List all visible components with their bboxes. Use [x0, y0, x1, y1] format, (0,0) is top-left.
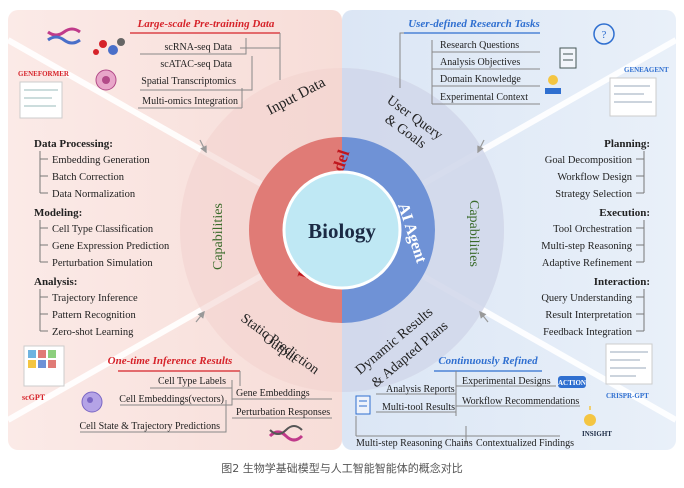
molecule-icon: [93, 38, 125, 55]
geneformer-badge: GENEFORMER: [18, 70, 70, 78]
inference-item-3: Cell Embeddings(vectors): [119, 394, 224, 405]
svg-text:?: ?: [602, 29, 607, 41]
refined-item-6: Contextualized Findings: [476, 438, 574, 449]
pretraining-item-1: scRNA-seq Data: [165, 42, 233, 53]
left-caps-item-1-0: Cell Type Classification: [52, 224, 154, 235]
right-caps-item-1-0: Tool Orchestration: [553, 224, 633, 235]
research-title: User-defined Research Tasks: [408, 18, 540, 30]
right-caps-heading-2: Interaction:: [594, 276, 650, 288]
action-badge: ACTION: [558, 379, 586, 387]
inference-brackets: [80, 371, 332, 433]
research-item-2: Analysis Objectives: [440, 57, 520, 68]
left-caps-heading-1: Modeling:: [34, 207, 82, 219]
question-icon: ?: [593, 23, 615, 45]
crispr-thumb-lines: [610, 351, 648, 377]
inference-item-4: Perturbation Responses: [236, 407, 330, 418]
left-caps-item-2-1: Pattern Recognition: [52, 310, 136, 321]
right-caps-item-2-0: Query Understanding: [541, 293, 632, 304]
cell-cluster-icon: [81, 391, 103, 413]
refined-item-3: Workflow Recommendations: [462, 396, 579, 407]
report-icon: [355, 395, 371, 415]
right-caps-item-0-0: Goal Decomposition: [545, 155, 633, 166]
capabilities-right-label: Capabilities: [466, 200, 481, 267]
refined-item-4: Multi-tool Results: [382, 402, 455, 413]
right-caps-item-2-1: Result Interpretation: [545, 310, 632, 321]
dna-helix-icon: [268, 425, 304, 442]
left-caps-item-0-0: Embedding Generation: [52, 155, 150, 166]
refined-item-2: Analysis Reports: [386, 384, 455, 395]
left-caps-item-1-1: Gene Expression Prediction: [52, 241, 170, 252]
left-caps-heading-0: Data Processing:: [34, 138, 113, 150]
scgpt-badge: scGPT: [22, 393, 46, 402]
right-caps-item-0-2: Strategy Selection: [555, 189, 632, 200]
center-label: Biology: [308, 219, 376, 243]
research-item-1: Research Questions: [440, 40, 519, 51]
insight-icon: [584, 406, 596, 426]
geneagent-badge: GENEAGENT: [624, 66, 669, 74]
research-brackets: [399, 32, 540, 105]
left-capabilities-list: Data Processing: Embedding GenerationBatc…: [34, 138, 170, 338]
inference-title: One-time Inference Results: [108, 355, 233, 367]
left-caps-heading-2: Analysis:: [34, 276, 77, 288]
lightbulb-book-icon: [545, 75, 561, 94]
pretraining-title: Large-scale Pre-training Data: [137, 18, 275, 30]
left-caps-item-2-0: Trajectory Inference: [52, 293, 138, 304]
right-caps-item-1-1: Multi-step Reasoning: [541, 241, 632, 252]
right-caps-heading-1: Execution:: [599, 207, 650, 219]
pretraining-brackets: [140, 33, 281, 91]
left-caps-item-0-1: Batch Correction: [52, 172, 125, 183]
left-caps-item-1-2: Perturbation Simulation: [52, 258, 153, 269]
checklist-icon: [559, 47, 577, 69]
pretraining-item-4: Multi-omics Integration: [142, 96, 238, 107]
geneformer-thumbnail: [19, 81, 63, 119]
right-caps-item-1-2: Adaptive Refinement: [542, 258, 632, 269]
pretraining-item-3: Spatial Transcriptomics: [141, 76, 236, 87]
right-caps-heading-0: Planning:: [604, 138, 650, 150]
scgpt-thumb-heatmap: [28, 350, 56, 368]
research-item-4: Experimental Context: [440, 92, 528, 103]
inference-item-1: Cell Type Labels: [158, 376, 226, 387]
pretraining-item-2: scATAC-seq Data: [160, 59, 232, 70]
research-item-3: Domain Knowledge: [440, 74, 521, 85]
capabilities-left-label: Capabilities: [211, 203, 226, 270]
geneagent-thumbnail: [609, 77, 657, 117]
refined-brackets: [355, 371, 580, 444]
crispr-thumbnail: [605, 343, 653, 385]
refined-title: Continuously Refined: [438, 355, 538, 367]
inference-item-5: Cell State & Trajectory Predictions: [79, 421, 220, 432]
left-caps-item-0-2: Data Normalization: [52, 189, 136, 200]
cell-icon: [95, 69, 117, 91]
geneagent-thumb-lines: [614, 85, 652, 103]
right-caps-item-2-2: Feedback Integration: [543, 327, 633, 338]
crispr-badge: CRISPR-GPT: [606, 392, 649, 400]
right-caps-item-0-1: Workflow Design: [557, 172, 632, 183]
left-caps-item-2-2: Zero-shot Learning: [52, 327, 134, 338]
diagram-svg: Input Data User Query & Goals Capabiliti…: [6, 10, 678, 450]
action-badge-bg: [558, 376, 586, 388]
geneformer-thumb-lines: [24, 89, 58, 107]
dna-icon: [47, 27, 81, 45]
figure-caption: 图2 生物学基础模型与人工智能智能体的概念对比: [221, 462, 463, 475]
refined-item-5: Multi-step Reasoning Chains: [356, 438, 473, 449]
center-circle: [282, 170, 402, 290]
insight-badge: INSIGHT: [582, 430, 612, 438]
flow-arrows: [195, 139, 489, 323]
inference-item-2: Gene Embeddings: [236, 388, 310, 399]
refined-item-1: Experimental Designs: [462, 376, 551, 387]
